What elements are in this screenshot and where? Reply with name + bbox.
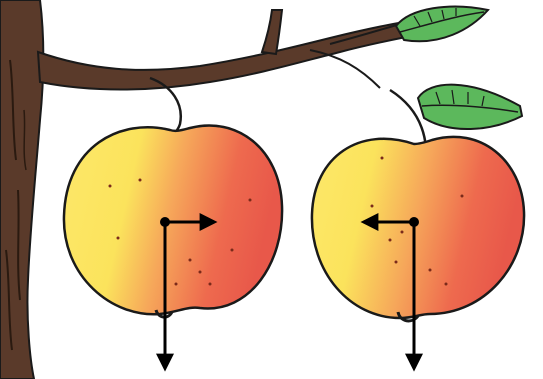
left-apple-center-point xyxy=(160,217,170,227)
right-apple-center-point xyxy=(409,217,419,227)
